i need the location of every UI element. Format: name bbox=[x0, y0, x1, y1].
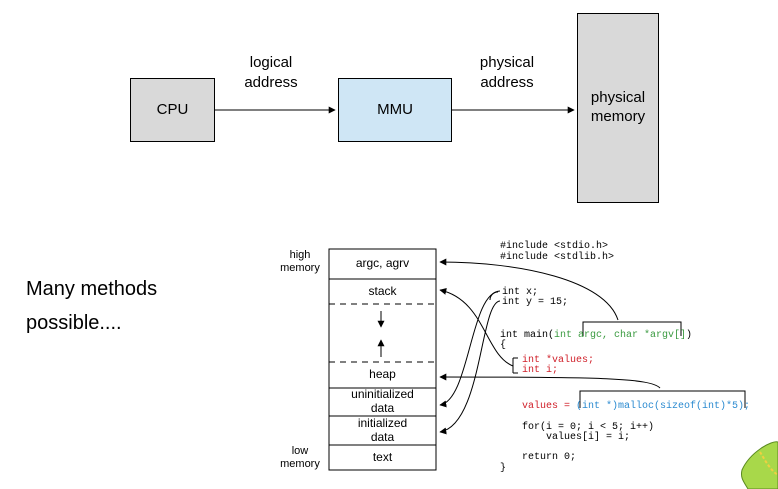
mmu-label: MMU bbox=[377, 100, 413, 118]
physical-memory-label-line1: physical bbox=[590, 89, 646, 107]
high-memory-label: high memory bbox=[280, 249, 320, 275]
init-arrow bbox=[439, 300, 501, 435]
code-values-assign: values = (int *)malloc(sizeof(int)*5); bbox=[522, 401, 751, 412]
segment-argv: argc, agrv bbox=[355, 256, 410, 271]
code-int-x: int x; bbox=[502, 287, 539, 298]
code-i-decl: int i; bbox=[522, 365, 559, 376]
segment-initialized-data: initialized data bbox=[357, 415, 408, 444]
physical-memory-box: physical memory bbox=[577, 13, 659, 203]
code-close-brace: } bbox=[500, 463, 507, 474]
segment-uninitialized-data: uninitialized data bbox=[351, 387, 414, 415]
code-int-y: int y = 15; bbox=[502, 297, 569, 308]
code-main-signature: int main(int argc, char *argv[]) bbox=[500, 330, 693, 341]
segment-text: text bbox=[372, 449, 393, 464]
heap-arrow bbox=[439, 373, 661, 389]
code-values-decl: int *values; bbox=[522, 355, 595, 366]
code-include-stdlib: #include <stdlib.h> bbox=[500, 252, 615, 263]
methods-note-line1: Many methods bbox=[26, 278, 158, 300]
physical-memory-label-line2: memory bbox=[590, 108, 646, 125]
methods-note: Many methods possible.... bbox=[26, 272, 157, 340]
uninit-arrow bbox=[439, 290, 501, 408]
code-for-body: values[i] = i; bbox=[546, 432, 631, 443]
code-for-line: for(i = 0; i < 5; i++) bbox=[522, 422, 655, 433]
code-return: return 0; bbox=[522, 452, 577, 463]
segment-stack: stack bbox=[368, 284, 397, 299]
stack-arrow bbox=[439, 287, 514, 367]
argv-arrow bbox=[439, 258, 619, 321]
methods-note-line2: possible.... bbox=[26, 312, 122, 334]
cpu-label: CPU bbox=[156, 100, 189, 118]
mmu-box: MMU bbox=[338, 78, 452, 142]
physical-address-label: physical address bbox=[479, 54, 535, 92]
code-include-stdio: #include <stdio.h> bbox=[500, 241, 609, 252]
memory-layout-outline bbox=[328, 248, 437, 471]
low-memory-label: low memory bbox=[280, 445, 320, 471]
code-open-brace: { bbox=[500, 340, 507, 351]
cpu-box: CPU bbox=[130, 78, 215, 142]
logical-address-label: logical address bbox=[244, 54, 298, 92]
segment-heap: heap bbox=[369, 367, 396, 382]
